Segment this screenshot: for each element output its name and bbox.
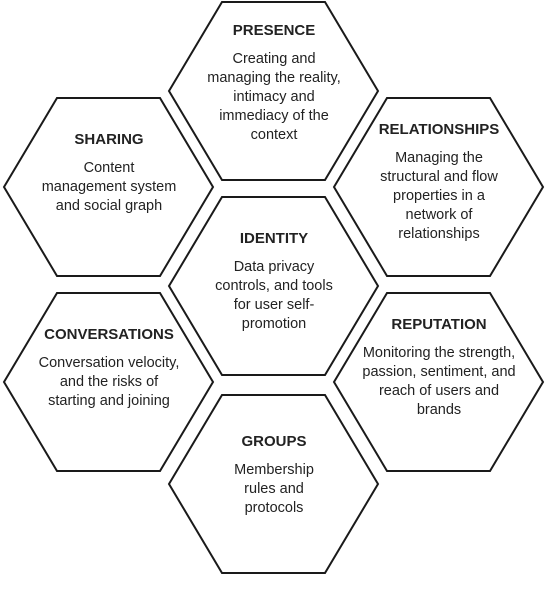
hex-conversations: CONVERSATIONS Conversation velocity, and… <box>18 326 200 411</box>
hex-presence-title: PRESENCE <box>232 22 316 39</box>
hex-groups-title: GROUPS <box>241 433 307 450</box>
hex-relationships: RELATIONSHIPS Managing the structural an… <box>348 121 530 244</box>
hex-conversations-description: Conversation velocity, and the risks of … <box>38 355 180 409</box>
hex-presence-shape <box>167 1 380 181</box>
hex-reputation-title: REPUTATION <box>391 316 487 333</box>
hex-groups-shape <box>167 394 380 574</box>
hex-relationships-description: Managing the structural and flow propert… <box>380 150 498 242</box>
hex-reputation-description: Monitoring the strength, passion, sentim… <box>362 345 516 418</box>
hex-presence-description: Creating and managing the reality, intim… <box>207 51 341 143</box>
hex-relationships-shape <box>332 97 545 277</box>
hex-conversations-title: CONVERSATIONS <box>44 326 174 343</box>
hex-relationships-title: RELATIONSHIPS <box>378 121 500 138</box>
hex-sharing: SHARING Content management system and so… <box>18 131 200 216</box>
hex-groups: GROUPS Membership rules and protocols <box>183 433 365 518</box>
hex-sharing-description: Content management system and social gra… <box>41 160 177 214</box>
hex-conversations-shape <box>2 292 215 472</box>
hex-reputation-shape <box>332 292 545 472</box>
hex-identity: IDENTITY Data privacy controls, and tool… <box>183 230 365 334</box>
hex-groups-description: Membership rules and protocols <box>234 462 314 516</box>
hex-sharing-title: SHARING <box>74 131 144 148</box>
hex-sharing-shape <box>2 97 215 277</box>
hex-identity-title: IDENTITY <box>239 230 309 247</box>
hex-identity-shape <box>167 196 380 376</box>
hex-identity-description: Data privacy controls, and tools for use… <box>215 259 333 332</box>
hex-presence: PRESENCE Creating and managing the reali… <box>183 22 365 145</box>
hex-reputation: REPUTATION Monitoring the strength, pass… <box>348 316 530 420</box>
